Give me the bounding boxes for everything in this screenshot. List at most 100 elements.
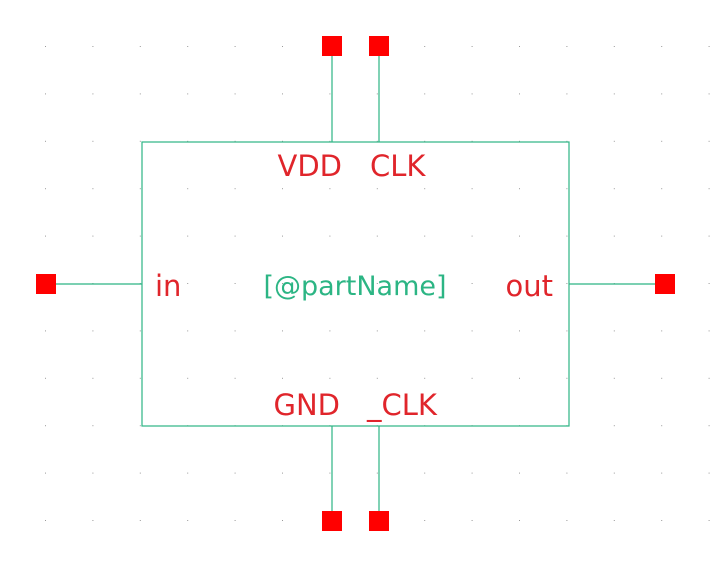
grid-dot	[471, 140, 473, 142]
grid-dot	[187, 283, 189, 284]
grid-dot	[424, 93, 426, 95]
grid-dot	[376, 377, 378, 379]
grid-dot	[139, 520, 141, 521]
grid-dot	[519, 188, 520, 190]
grid-dot	[45, 377, 46, 379]
pin-markers	[36, 36, 675, 531]
grid-dot	[566, 93, 568, 95]
grid-dot	[282, 46, 283, 47]
grid-dot	[187, 188, 189, 190]
grid-dot	[661, 330, 663, 332]
grid-dot	[661, 46, 663, 47]
grid-dot	[424, 330, 426, 332]
pin-label-clk-bar: _CLK	[366, 388, 438, 422]
pin-marker-out[interactable]	[655, 274, 675, 294]
grid-dot	[613, 46, 615, 47]
grid-dot	[471, 472, 473, 474]
grid-dot	[139, 472, 141, 474]
grid-dot	[519, 235, 520, 237]
grid-dot	[45, 472, 46, 474]
grid-dot	[708, 235, 710, 237]
grid-dot	[424, 140, 426, 142]
pin-marker-in[interactable]	[36, 274, 56, 294]
grid-dot	[661, 472, 663, 474]
grid-dot	[282, 520, 283, 521]
grid-dot	[708, 93, 710, 95]
grid-dot	[45, 46, 46, 47]
grid-dot	[45, 520, 46, 521]
grid-dot	[613, 235, 615, 237]
grid-dot	[92, 93, 94, 95]
grid-dot	[376, 472, 378, 474]
grid-dot	[234, 472, 236, 474]
grid-dot	[376, 188, 378, 190]
grid-dot	[661, 425, 663, 427]
grid-dot	[424, 520, 426, 521]
grid-dot	[471, 46, 473, 47]
grid-dot	[566, 472, 568, 474]
grid-dot	[471, 377, 473, 379]
grid-dot	[329, 188, 331, 190]
grid-dot	[708, 330, 710, 332]
grid-dot	[519, 330, 520, 332]
grid-dot	[471, 235, 473, 237]
symbol-body[interactable]	[141, 141, 570, 427]
grid-dot	[519, 140, 520, 142]
grid-dot	[424, 472, 426, 474]
grid-dot	[45, 235, 46, 237]
grid-dot	[613, 188, 615, 190]
grid-dot	[708, 520, 710, 521]
grid-dot	[282, 283, 283, 284]
grid-dot	[661, 140, 663, 142]
pin-marker-vdd[interactable]	[322, 36, 342, 56]
grid-dot	[92, 188, 94, 190]
pin-marker-clk-bar[interactable]	[369, 511, 389, 531]
grid-dot	[234, 235, 236, 237]
grid-dot	[45, 425, 46, 427]
grid-dot	[708, 472, 710, 474]
grid-dot	[139, 425, 141, 427]
grid-dot	[519, 283, 520, 284]
grid-dot	[566, 235, 568, 237]
grid-dot	[566, 188, 568, 190]
grid-dot	[234, 330, 236, 332]
grid-dot	[661, 520, 663, 521]
grid-dot	[139, 140, 141, 142]
grid-dot	[187, 377, 189, 379]
grid-dot	[92, 140, 94, 142]
grid-dot	[471, 188, 473, 190]
grid-dot	[45, 188, 46, 190]
pin-marker-clk[interactable]	[369, 36, 389, 56]
grid-dot	[139, 46, 141, 47]
grid-dot	[566, 330, 568, 332]
grid-dot	[139, 93, 141, 95]
grid-dot	[234, 283, 236, 284]
grid-dot	[92, 472, 94, 474]
grid-dot	[282, 472, 283, 474]
pin-label-vdd: VDD	[278, 149, 343, 183]
grid-dot	[519, 472, 520, 474]
grid-dot	[376, 330, 378, 332]
grid-dot	[613, 472, 615, 474]
pin-label-out: out	[506, 269, 554, 303]
grid-dot	[566, 520, 568, 521]
pin-marker-gnd[interactable]	[322, 511, 342, 531]
pin-label-clk: CLK	[370, 149, 426, 183]
grid-dot	[92, 377, 94, 379]
pin-label-gnd: GND	[274, 388, 341, 422]
grid-dot	[613, 93, 615, 95]
grid-dot	[471, 520, 473, 521]
grid-dot	[139, 330, 141, 332]
grid-dot	[661, 188, 663, 190]
grid-dot	[424, 46, 426, 47]
grid-dot	[566, 46, 568, 47]
grid-dot	[282, 140, 283, 142]
grid-dot	[519, 46, 520, 47]
grid-dot	[282, 330, 283, 332]
grid-dots	[45, 46, 710, 569]
grid-dot	[376, 235, 378, 237]
grid-dot	[471, 330, 473, 332]
grid-dot	[92, 520, 94, 521]
grid-dot	[566, 283, 568, 284]
